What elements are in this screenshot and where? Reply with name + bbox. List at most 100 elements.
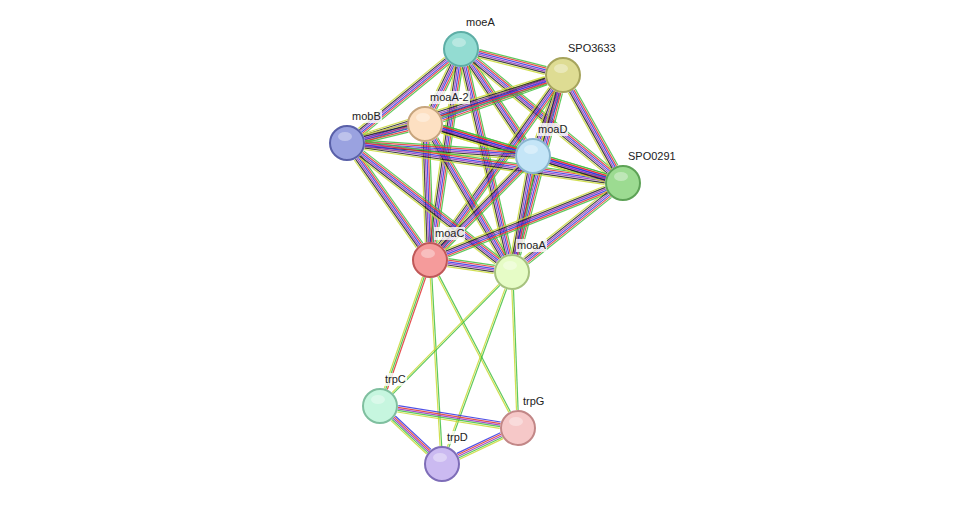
protein-node: SPO3633 xyxy=(545,57,581,93)
evidence-line xyxy=(359,156,421,244)
evidence-line xyxy=(512,290,517,410)
interaction-edge xyxy=(384,277,425,390)
evidence-line xyxy=(550,164,606,181)
protein-circle xyxy=(545,57,581,93)
evidence-line xyxy=(448,192,608,256)
evidence-line xyxy=(571,91,614,168)
protein-circle xyxy=(605,165,641,201)
evidence-line xyxy=(398,409,500,425)
interaction-edge xyxy=(397,406,500,429)
protein-label: trpC xyxy=(384,373,407,386)
evidence-line xyxy=(432,278,442,446)
protein-node: moaA xyxy=(494,254,530,290)
evidence-line xyxy=(398,407,501,423)
circle-highlight xyxy=(421,249,435,258)
circle-highlight xyxy=(503,261,517,270)
interaction-edge xyxy=(512,290,518,410)
protein-circle xyxy=(515,138,551,174)
evidence-line xyxy=(574,90,617,167)
evidence-line xyxy=(392,284,499,392)
evidence-line xyxy=(448,193,608,257)
circle-highlight xyxy=(524,145,538,154)
evidence-line xyxy=(364,124,407,134)
protein-circle xyxy=(494,254,530,290)
protein-label: mobB xyxy=(351,110,382,123)
protein-label: moeA xyxy=(465,16,496,29)
interaction-edge xyxy=(391,416,431,454)
protein-label: moaC xyxy=(434,227,465,240)
evidence-line xyxy=(393,418,429,451)
protein-label: moaA xyxy=(516,239,547,252)
evidence-line xyxy=(361,155,423,243)
protein-circle xyxy=(362,388,398,424)
evidence-line xyxy=(444,92,556,248)
circle-highlight xyxy=(338,132,352,141)
protein-node: trpG xyxy=(500,410,536,446)
circle-highlight xyxy=(614,172,628,181)
protein-node: mobB xyxy=(329,125,365,161)
evidence-line xyxy=(529,197,612,264)
interaction-edge xyxy=(524,191,612,264)
evidence-line xyxy=(363,78,545,135)
interaction-edge xyxy=(438,276,511,413)
evidence-line xyxy=(443,127,607,176)
protein-label: moaD xyxy=(537,123,568,136)
evidence-line xyxy=(393,285,500,393)
evidence-line xyxy=(438,276,509,412)
circle-highlight xyxy=(416,113,430,122)
interaction-edge xyxy=(445,186,608,257)
evidence-line xyxy=(570,92,613,168)
interaction-edge xyxy=(354,155,423,247)
evidence-line xyxy=(398,410,501,426)
interaction-edge xyxy=(447,259,495,274)
circle-highlight xyxy=(554,64,568,73)
evidence-line xyxy=(391,421,427,454)
protein-node: trpD xyxy=(424,446,460,482)
evidence-line xyxy=(430,278,440,446)
evidence-line xyxy=(447,267,493,274)
evidence-line xyxy=(575,89,618,166)
evidence-line xyxy=(528,196,611,263)
evidence-line xyxy=(384,277,422,389)
protein-circle xyxy=(407,106,443,142)
circle-highlight xyxy=(371,395,385,404)
evidence-line xyxy=(364,126,407,136)
protein-label: moaA-2 xyxy=(429,91,470,104)
protein-label: trpD xyxy=(446,431,469,444)
protein-node: trpC xyxy=(362,388,398,424)
protein-circle xyxy=(443,31,479,67)
protein-circle xyxy=(329,125,365,161)
evidence-line xyxy=(447,190,607,254)
protein-circle xyxy=(500,410,536,446)
interaction-edge xyxy=(549,157,607,181)
evidence-line xyxy=(398,406,500,422)
circle-highlight xyxy=(452,38,466,47)
protein-label: SPO3633 xyxy=(567,42,617,55)
evidence-line xyxy=(551,157,607,174)
protein-node: SPO0291 xyxy=(605,165,641,201)
protein-node: moeA xyxy=(443,31,479,67)
interaction-edge xyxy=(392,284,500,393)
protein-circle xyxy=(412,242,448,278)
interaction-edge xyxy=(430,278,441,446)
interaction-edge xyxy=(364,124,409,142)
evidence-line xyxy=(448,263,494,270)
evidence-line xyxy=(392,420,428,453)
evidence-line xyxy=(397,412,499,428)
evidence-line xyxy=(551,159,607,176)
evidence-line xyxy=(568,93,611,170)
protein-label: SPO0291 xyxy=(627,150,677,163)
evidence-line xyxy=(549,165,605,182)
circle-highlight xyxy=(433,453,447,462)
evidence-line xyxy=(550,162,606,179)
circle-highlight xyxy=(509,417,523,426)
interaction-edge xyxy=(568,89,618,169)
protein-node: moaD xyxy=(515,138,551,174)
evidence-line xyxy=(395,416,431,449)
protein-node: moaC xyxy=(412,242,448,278)
evidence-line xyxy=(439,276,510,412)
evidence-line xyxy=(448,265,494,272)
protein-circle xyxy=(424,446,460,482)
